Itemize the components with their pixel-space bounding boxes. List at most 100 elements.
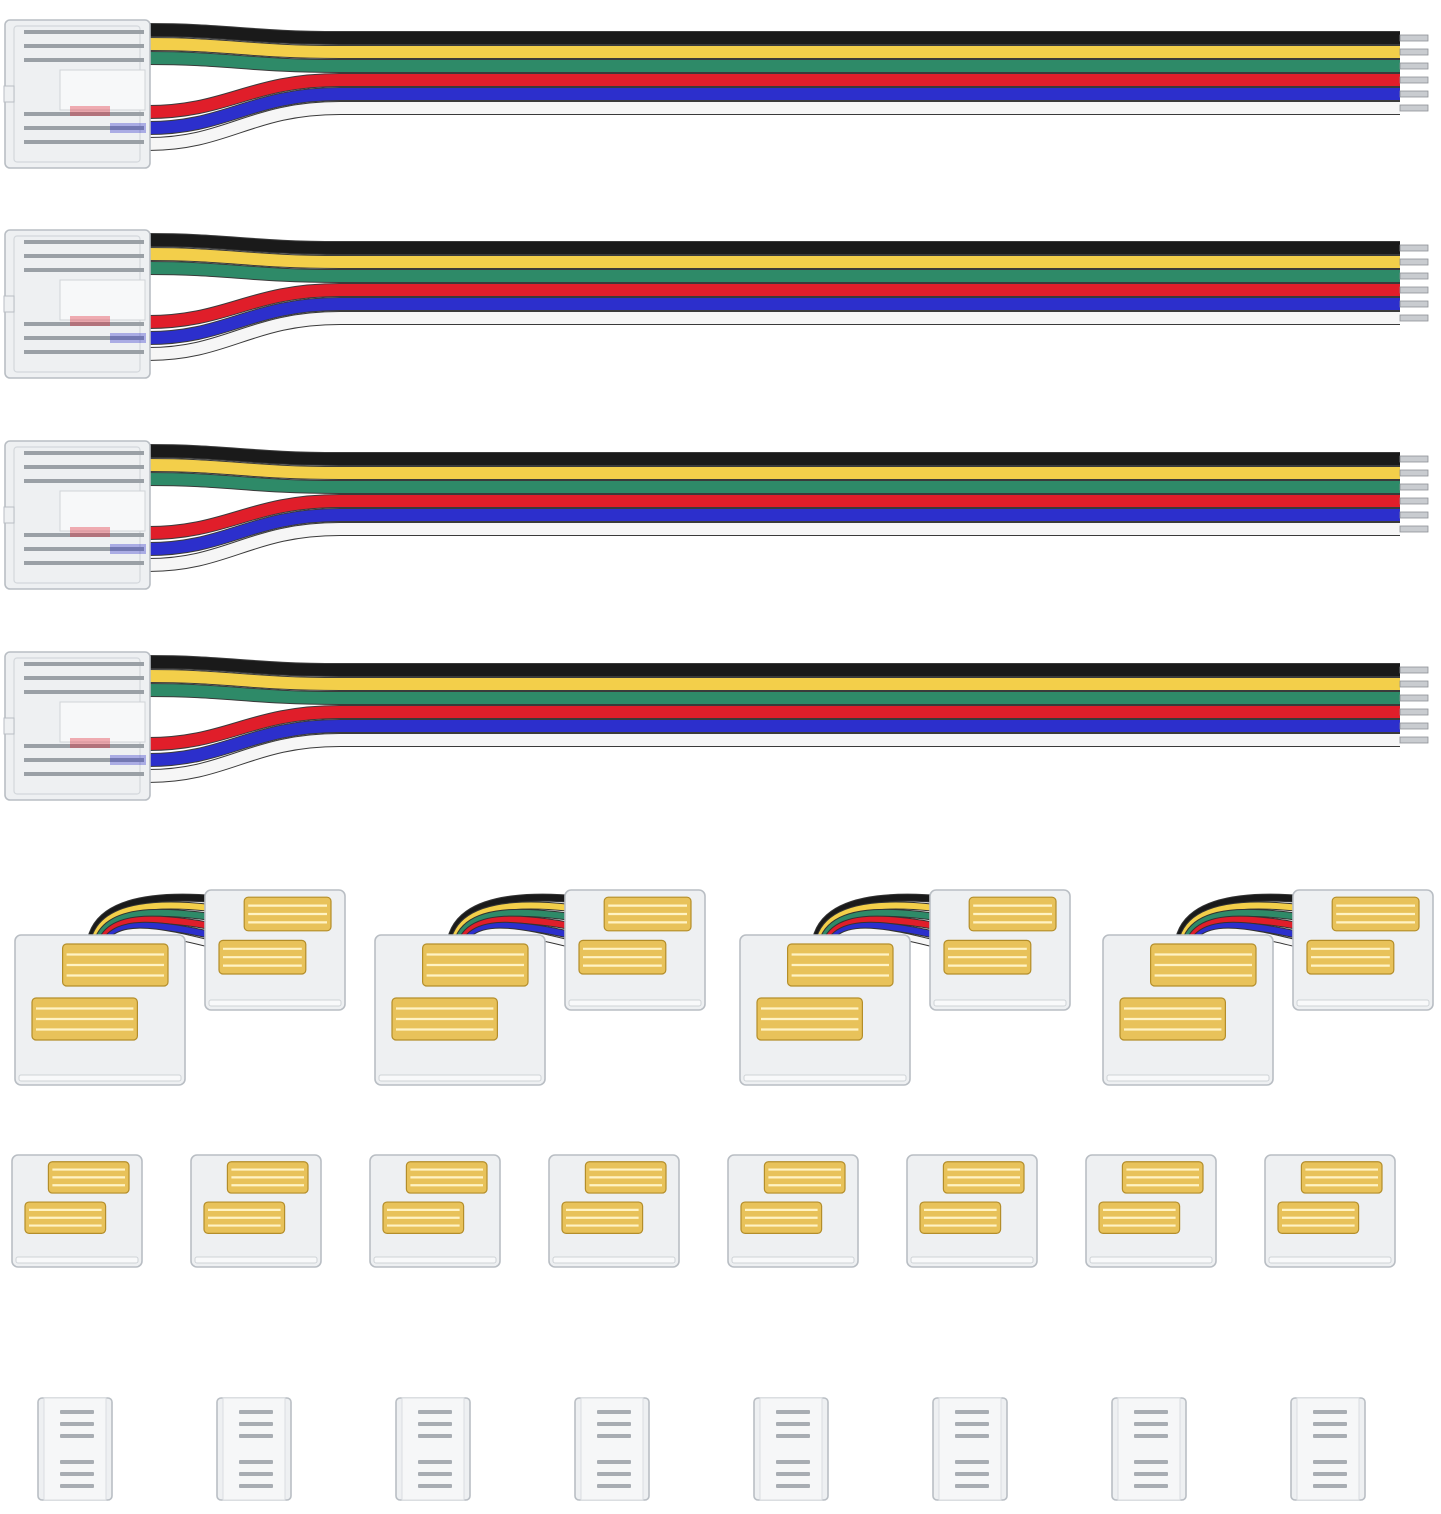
white-wire (147, 523, 1400, 571)
green-wire (147, 262, 1400, 282)
blue-wire (147, 720, 1400, 766)
clip-pin (60, 1460, 94, 1464)
connector-pin (24, 140, 144, 144)
connector-pin (24, 240, 144, 244)
end-clip (932, 1397, 1008, 1501)
extension-cable (3, 19, 1429, 169)
clip-pin (597, 1422, 631, 1426)
connector-pin (24, 690, 144, 694)
red-wire (147, 74, 1400, 118)
tinned-wire-end (1399, 272, 1429, 280)
strip-to-strip-connector (190, 1154, 322, 1268)
connector-pin (24, 744, 144, 748)
clip-pin (955, 1484, 989, 1488)
clip-pin (418, 1434, 452, 1438)
extension-cable (3, 440, 1429, 590)
strip-to-strip-connector (906, 1154, 1038, 1268)
connector-pin (24, 772, 144, 776)
strip-to-strip-connector (727, 1154, 859, 1268)
jumper-left-connector (374, 934, 546, 1086)
clip-pin (1134, 1422, 1168, 1426)
end-clip (395, 1397, 471, 1501)
strip-to-strip-connector (548, 1154, 680, 1268)
clip-pin (1313, 1410, 1347, 1414)
clip-pin (1134, 1410, 1168, 1414)
clip-pin (776, 1422, 810, 1426)
white-wire (147, 312, 1400, 360)
connector-pin (24, 662, 144, 666)
connector-pin (24, 126, 144, 130)
tinned-wire-end (1399, 314, 1429, 322)
tinned-wire-end (1399, 300, 1429, 308)
tinned-wire-end (1399, 722, 1429, 730)
green-wire (147, 473, 1400, 493)
clip-pin (60, 1472, 94, 1476)
clip-pin (239, 1422, 273, 1426)
tinned-wire-end (1399, 525, 1429, 533)
clip-pin (239, 1472, 273, 1476)
connector-pin (24, 44, 144, 48)
tinned-wire-end (1399, 244, 1429, 252)
clip-pin (597, 1410, 631, 1414)
connector-pin (24, 268, 144, 272)
jumper-right-connector (564, 889, 706, 1011)
clip-pin (1313, 1484, 1347, 1488)
green-wire (147, 52, 1400, 72)
tinned-wire-end (1399, 90, 1429, 98)
clip-pin (418, 1410, 452, 1414)
tinned-wire-end (1399, 666, 1429, 674)
connector-pin (24, 322, 144, 326)
strip-to-strip-connector (369, 1154, 501, 1268)
connector-pin (24, 547, 144, 551)
end-clip-group (37, 1397, 1366, 1501)
end-clip (574, 1397, 650, 1501)
white-wire (147, 734, 1400, 782)
strip-to-strip-connector (11, 1154, 143, 1268)
connector-pin (24, 676, 144, 680)
tinned-wire-end (1399, 511, 1429, 519)
clip-pin (1313, 1434, 1347, 1438)
clip-pin (239, 1434, 273, 1438)
tinned-wire-end (1399, 286, 1429, 294)
l-shape-jumper (14, 889, 346, 1086)
connector-pin (24, 112, 144, 116)
connector-pin (24, 758, 144, 762)
clip-pin (1313, 1472, 1347, 1476)
end-clip (216, 1397, 292, 1501)
jumper-left-connector (14, 934, 186, 1086)
yellow-wire (147, 248, 1400, 268)
clip-pin (776, 1460, 810, 1464)
clip-pin (1134, 1472, 1168, 1476)
clip-pin (239, 1410, 273, 1414)
tinned-wire-end (1399, 76, 1429, 84)
connector-pin (24, 58, 144, 62)
clip-pin (955, 1422, 989, 1426)
end-clip (1290, 1397, 1366, 1501)
clip-pin (60, 1434, 94, 1438)
connector-pin (24, 465, 144, 469)
clip-pin (60, 1410, 94, 1414)
green-wire (147, 684, 1400, 704)
red-wire (147, 495, 1400, 539)
clip-pin (1134, 1434, 1168, 1438)
l-shape-jumper (1102, 889, 1434, 1086)
yellow-wire (147, 459, 1400, 479)
black-wire (147, 234, 1400, 254)
blue-wire (147, 298, 1400, 344)
tinned-wire-end (1399, 48, 1429, 56)
clip-pin (418, 1422, 452, 1426)
clip-pin (418, 1484, 452, 1488)
jumper-right-connector (204, 889, 346, 1011)
clip-pin (776, 1434, 810, 1438)
red-wire (147, 706, 1400, 750)
end-clip (1111, 1397, 1187, 1501)
tinned-wire-end (1399, 258, 1429, 266)
extension-cable (3, 229, 1429, 379)
l-shape-jumper (374, 889, 706, 1086)
tinned-wire-end (1399, 680, 1429, 688)
clip-pin (597, 1472, 631, 1476)
black-wire (147, 445, 1400, 465)
clip-pin (1313, 1460, 1347, 1464)
blue-wire (147, 88, 1400, 134)
end-clip (37, 1397, 113, 1501)
